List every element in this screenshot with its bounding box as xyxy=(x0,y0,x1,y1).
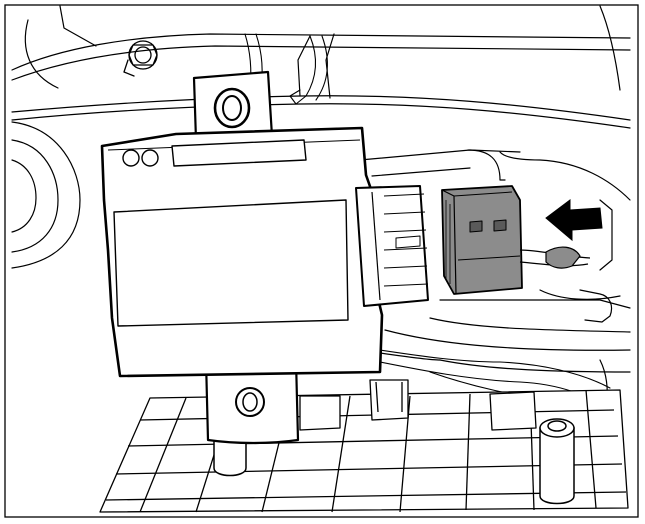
arrow-icon xyxy=(545,199,603,242)
bolt-icon xyxy=(123,40,158,77)
control-module xyxy=(100,70,429,445)
harness-connector xyxy=(441,185,591,295)
round-body-component xyxy=(11,121,81,269)
